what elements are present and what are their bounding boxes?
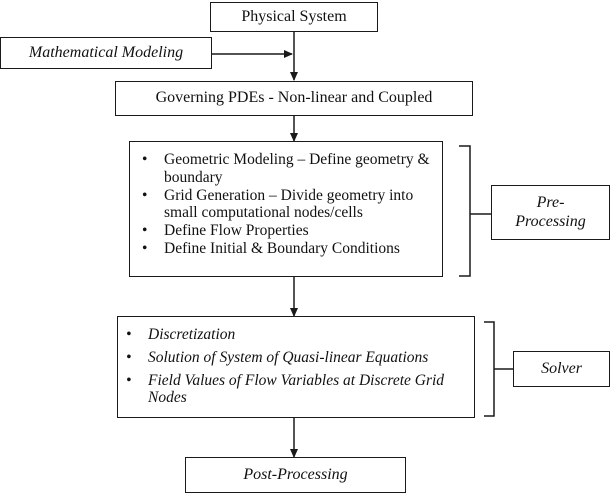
post-processing-box: Post-Processing (185, 457, 406, 493)
mathematical-modeling-label: Mathematical Modeling (28, 43, 184, 61)
governing-pdes-box: Governing PDEs - Non-linear and Coupled (115, 81, 473, 116)
solver-step-list: Discretization Solution of System of Qua… (118, 326, 466, 407)
post-processing-label: Post-Processing (243, 465, 348, 483)
solver-steps-box: Discretization Solution of System of Qua… (117, 316, 475, 418)
solver-step: Solution of System of Quasi-linear Equat… (118, 349, 466, 367)
physical-system-label: Physical System (241, 7, 347, 25)
solver-label-box: Solver (513, 351, 610, 387)
solver-label: Solver (541, 359, 582, 377)
preprocessing-step: Define Initial & Boundary Conditions (134, 240, 434, 258)
preprocessing-step: Grid Generation – Divide geometry into s… (134, 187, 434, 223)
solver-step: Discretization (118, 326, 466, 344)
physical-system-box: Physical System (210, 2, 378, 32)
preprocessing-step-list: Geometric Modeling – Define geometry & b… (134, 151, 434, 258)
preprocessing-step: Define Flow Properties (134, 222, 434, 240)
solver-step: Field Values of Flow Variables at Discre… (118, 372, 466, 408)
preprocessing-label-line2: Processing (515, 212, 586, 230)
preprocessing-step: Geometric Modeling – Define geometry & b… (134, 151, 434, 187)
preprocessing-label-box: Pre- Processing (491, 185, 610, 240)
preprocessing-label-line1: Pre- (536, 194, 565, 212)
mathematical-modeling-box: Mathematical Modeling (0, 37, 212, 69)
preprocessing-steps-box: Geometric Modeling – Define geometry & b… (129, 141, 443, 277)
solver-brace (484, 321, 513, 417)
preprocessing-brace (459, 145, 491, 277)
governing-pdes-label: Governing PDEs - Non-linear and Coupled (155, 89, 433, 107)
